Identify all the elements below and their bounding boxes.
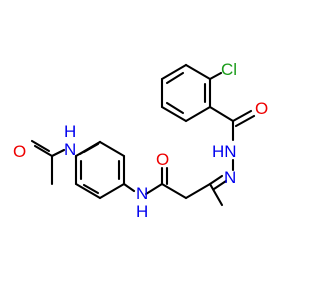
carbonyl-oxygen-label: O bbox=[255, 99, 268, 118]
carbonyl-double-bond-1 bbox=[231, 109, 253, 123]
molecule-canvas: Cl O HN N O N H N H O bbox=[13, 60, 269, 221]
hydrazone-n-label: N bbox=[224, 168, 236, 187]
chlorine-label: Cl bbox=[221, 60, 237, 79]
hydrazone-double-bond-1 bbox=[208, 174, 224, 186]
acetamide-oxygen-label: O bbox=[13, 142, 26, 161]
nh-aryl-bond bbox=[122, 182, 136, 193]
imine-ch2-bond bbox=[184, 182, 212, 200]
acetamide-co-bond-2 bbox=[30, 139, 51, 153]
ch2-amide-bond bbox=[160, 182, 188, 200]
acetamide-n-label: N bbox=[64, 140, 76, 159]
amide-cn-bond bbox=[144, 182, 164, 196]
aryl-to-acetamide-n bbox=[78, 140, 102, 156]
acetamide-co-bond-1 bbox=[33, 144, 54, 158]
structure-diagram: Cl O HN N O N H N H O bbox=[13, 60, 268, 221]
hydrazide-nh-label: HN bbox=[212, 142, 237, 161]
phenylene-ring bbox=[74, 140, 126, 200]
acetamide-h-label: H bbox=[64, 122, 76, 141]
c-cl-bond bbox=[208, 71, 223, 81]
acetamide-n-c-bond bbox=[50, 148, 66, 158]
amide-oxygen-label: O bbox=[156, 150, 169, 169]
ring-carbonyl-bond bbox=[208, 105, 235, 123]
methyl-bond bbox=[208, 182, 224, 207]
amide-h-label: H bbox=[136, 202, 148, 221]
carbonyl-double-bond-2 bbox=[234, 114, 256, 128]
hydrazone-double-bond-2 bbox=[212, 179, 228, 191]
amide-n-label: N bbox=[136, 184, 148, 203]
chlorobenzene-ring bbox=[160, 63, 212, 123]
